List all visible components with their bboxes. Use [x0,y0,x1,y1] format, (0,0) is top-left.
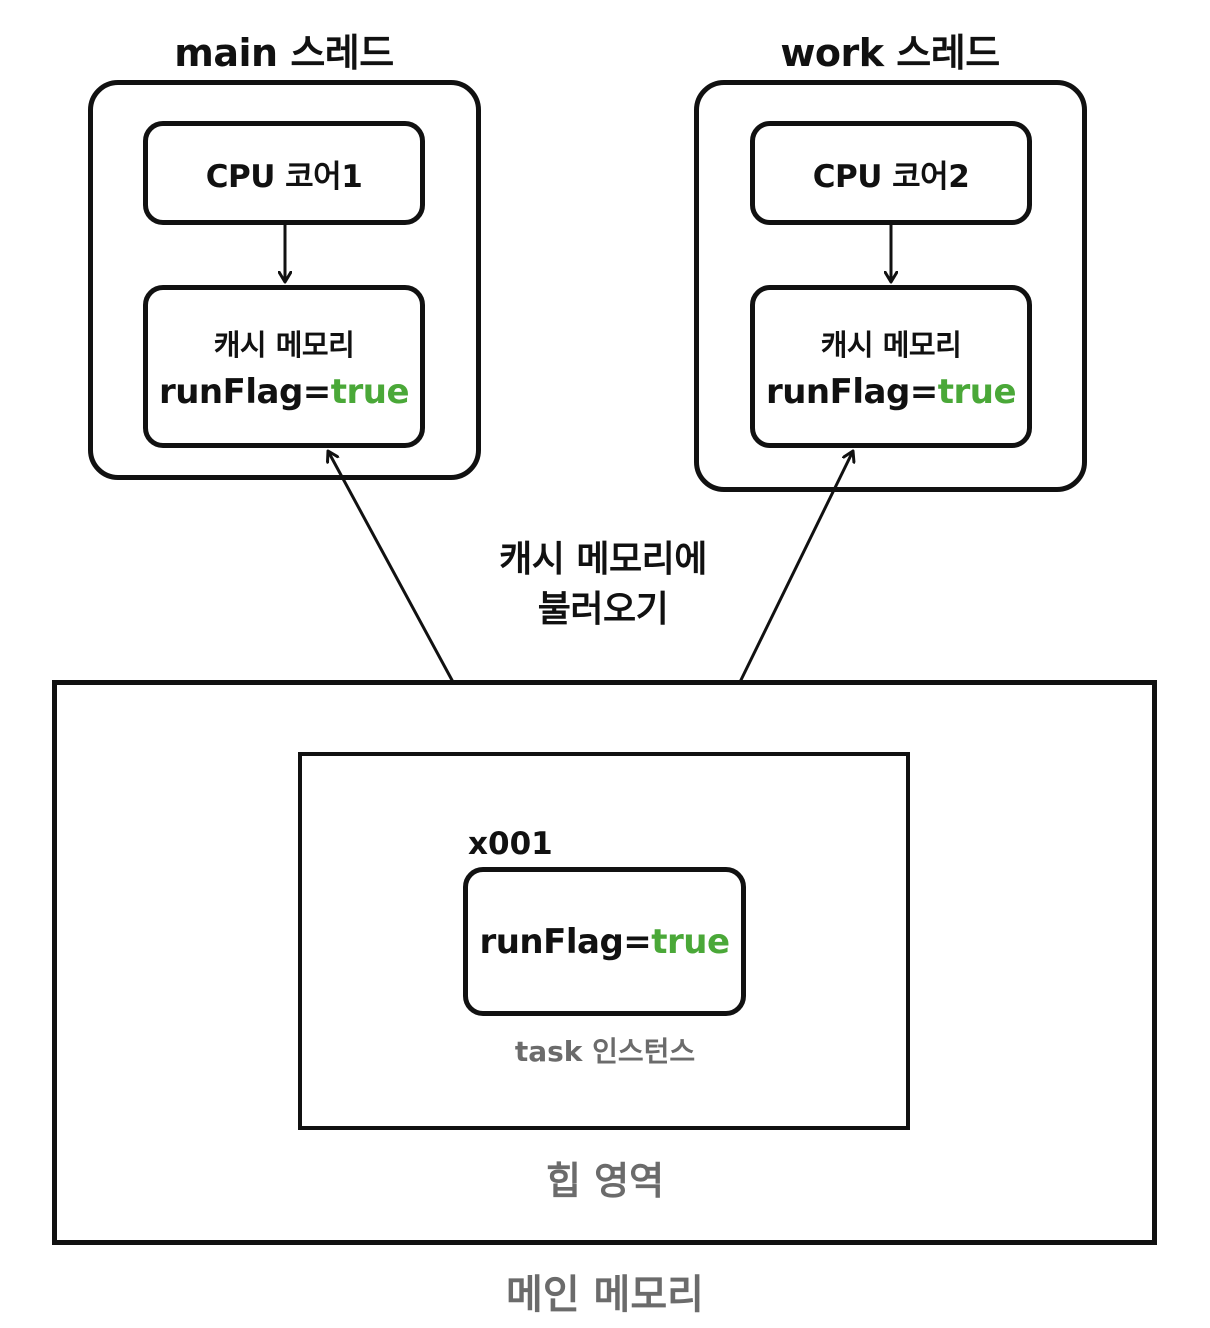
heap-area-label: 힙 영역 [545,1159,665,1203]
main-thread-box [88,80,481,480]
main-cache-runflag-name: runFlag= [158,371,331,412]
work-cache-memory-box: 캐시 메모리 runFlag=true [750,285,1032,448]
work-cpu-core-label: CPU 코어2 [812,158,970,195]
memory-to-main-cache-arrow [328,451,455,683]
work-cpu-core-box: CPU 코어2 [750,121,1032,225]
work-thread-box [694,80,1087,492]
main-cache-memory-title: 캐시 메모리 [213,327,355,362]
instance-runflag-value: true [651,921,730,962]
main-memory-box [52,680,1157,1245]
instance-runflag: runFlag=true [479,921,730,962]
main-cpu-core-label: CPU 코어1 [205,158,363,195]
work-thread-title: work 스레드 [780,31,1000,75]
instance-address-label: x001 [468,826,553,862]
load-to-cache-label: 캐시 메모리에 불러오기 [423,535,783,635]
main-cpu-core-box: CPU 코어1 [143,121,425,225]
work-cache-memory-title: 캐시 메모리 [820,327,962,362]
load-to-cache-label-line2: 불러오기 [537,589,669,630]
instance-runflag-name: runFlag= [479,921,652,962]
work-cache-runflag-name: runFlag= [765,371,938,412]
main-cache-runflag-value: true [330,371,410,412]
main-cache-runflag: runFlag=true [158,371,410,412]
work-cache-runflag: runFlag=true [765,371,1017,412]
main-thread-title: main 스레드 [174,31,394,75]
load-to-cache-label-line1: 캐시 메모리에 [499,539,707,580]
heap-area-box [298,752,910,1130]
task-instance-box: runFlag=true [463,867,746,1016]
main-cache-memory-box: 캐시 메모리 runFlag=true [143,285,425,448]
main-memory-label: 메인 메모리 [506,1272,704,1318]
task-instance-caption: task 인스턴스 [514,1035,696,1068]
work-cache-runflag-value: true [937,371,1017,412]
